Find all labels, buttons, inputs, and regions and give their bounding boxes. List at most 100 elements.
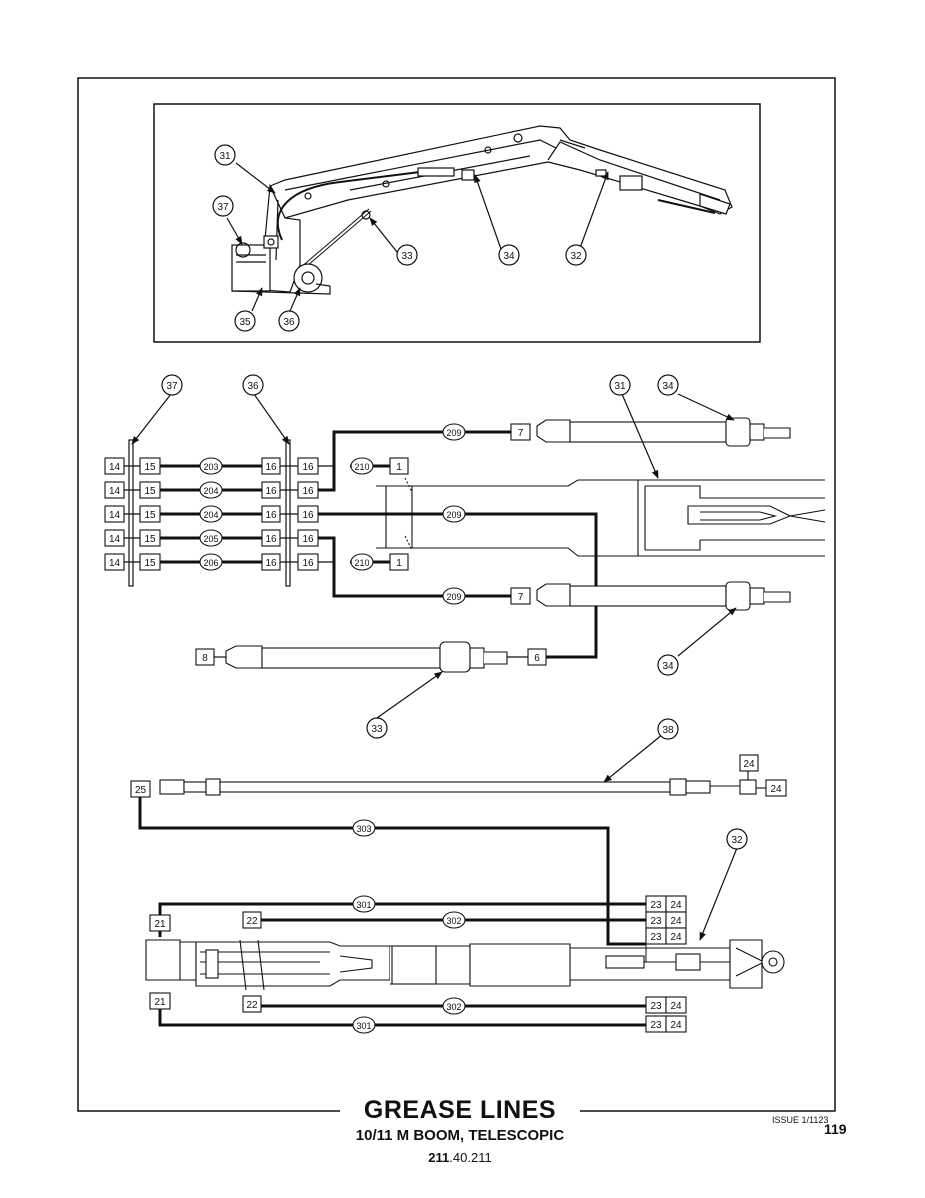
- svg-text:205: 205: [203, 534, 218, 544]
- svg-text:15: 15: [144, 486, 156, 497]
- issue-label: ISSUE 1/1123: [772, 1115, 829, 1125]
- overview-panel: [153, 103, 761, 343]
- hose-209-middle: 209: [442, 505, 466, 523]
- label-21-bottom: 21: [149, 992, 171, 1010]
- svg-text:24: 24: [670, 932, 682, 943]
- svg-text:35: 35: [239, 317, 251, 328]
- svg-text:16: 16: [265, 510, 277, 521]
- label-25: 25: [130, 780, 151, 798]
- svg-text:22: 22: [246, 1000, 258, 1011]
- svg-text:14: 14: [109, 510, 121, 521]
- svg-text:24: 24: [670, 916, 682, 927]
- label-23-r1: 23: [645, 895, 667, 913]
- label-16b-row2: 16: [297, 481, 319, 499]
- svg-text:23: 23: [650, 1020, 662, 1031]
- svg-text:204: 204: [203, 486, 218, 496]
- label-24-r3: 24: [665, 927, 687, 945]
- svg-text:203: 203: [203, 462, 218, 472]
- label-15-row4: 15: [139, 529, 161, 547]
- label-14-row4: 14: [104, 529, 125, 547]
- label-16b-row3: 16: [297, 505, 319, 523]
- boom-section-middle: [376, 477, 826, 557]
- svg-text:37: 37: [166, 381, 178, 392]
- svg-text:34: 34: [662, 381, 674, 392]
- label-22-top: 22: [242, 911, 262, 929]
- svg-text:302: 302: [446, 916, 461, 926]
- svg-text:7: 7: [518, 428, 524, 439]
- svg-text:16: 16: [302, 510, 314, 521]
- svg-text:301: 301: [356, 900, 371, 910]
- page-title: GREASE LINES: [340, 1096, 580, 1125]
- svg-text:32: 32: [570, 251, 582, 262]
- hose-204-a: 204: [199, 481, 223, 499]
- callout-33-mid: 33: [366, 717, 388, 739]
- svg-text:24: 24: [670, 1001, 682, 1012]
- svg-text:23: 23: [650, 932, 662, 943]
- label-8: 8: [195, 648, 215, 666]
- svg-text:16: 16: [265, 486, 277, 497]
- hose-204-b: 204: [199, 505, 223, 523]
- callout-36-top: 36: [278, 310, 300, 332]
- hose-209-upper: 209: [442, 423, 466, 441]
- label-15-row3: 15: [139, 505, 161, 523]
- label-24-r2: 24: [665, 911, 687, 929]
- svg-text:36: 36: [247, 381, 259, 392]
- label-16a-row4: 16: [261, 529, 281, 547]
- callout-31-top: 31: [214, 144, 236, 166]
- svg-text:34: 34: [662, 661, 674, 672]
- callout-34-top: 34: [498, 244, 520, 266]
- cylinders: [225, 417, 791, 673]
- svg-text:14: 14: [109, 462, 121, 473]
- page-subtitle: 10/11 M BOOM, TELESCOPIC: [355, 1127, 565, 1144]
- svg-text:15: 15: [144, 558, 156, 569]
- callout-38: 38: [657, 718, 679, 740]
- hose-303: 303: [352, 819, 376, 837]
- svg-text:31: 31: [614, 381, 626, 392]
- document-number: 211.40.211: [410, 1150, 510, 1165]
- label-15-row2: 15: [139, 481, 161, 499]
- svg-text:32: 32: [731, 835, 743, 846]
- svg-text:31: 31: [219, 151, 231, 162]
- svg-text:25: 25: [135, 785, 147, 796]
- svg-text:15: 15: [144, 510, 156, 521]
- hose-reel-rod-38: [159, 771, 766, 796]
- label-16b-row5: 16: [297, 553, 319, 571]
- svg-text:16: 16: [302, 534, 314, 545]
- svg-text:210: 210: [354, 558, 369, 568]
- svg-text:303: 303: [356, 824, 371, 834]
- label-14-row3: 14: [104, 505, 125, 523]
- label-14-row5: 14: [104, 553, 125, 571]
- svg-text:23: 23: [650, 900, 662, 911]
- svg-text:21: 21: [154, 997, 166, 1008]
- svg-text:16: 16: [265, 462, 277, 473]
- label-24-r4: 24: [665, 996, 687, 1014]
- label-15-row5: 15: [139, 553, 161, 571]
- svg-text:24: 24: [770, 784, 782, 795]
- label-16a-row2: 16: [261, 481, 281, 499]
- callout-35-top: 35: [234, 310, 256, 332]
- svg-text:204: 204: [203, 510, 218, 520]
- doc-number-rest: .40.211: [449, 1150, 492, 1165]
- callout-33-top: 33: [396, 244, 418, 266]
- manifold-bars: [128, 439, 291, 587]
- label-1-upper: 1: [389, 457, 409, 475]
- label-15-row1: 15: [139, 457, 161, 475]
- svg-text:37: 37: [217, 202, 229, 213]
- callout-31-mid: 31: [609, 374, 631, 396]
- callout-37-top: 37: [212, 195, 234, 217]
- svg-text:24: 24: [743, 759, 755, 770]
- svg-text:7: 7: [518, 592, 524, 603]
- svg-text:15: 15: [144, 462, 156, 473]
- svg-text:36: 36: [283, 317, 295, 328]
- hose-206: 206: [199, 553, 223, 571]
- boom-overview-drawing: [231, 125, 733, 295]
- label-24-r1: 24: [665, 895, 687, 913]
- svg-text:14: 14: [109, 534, 121, 545]
- label-16a-row5: 16: [261, 553, 281, 571]
- svg-text:15: 15: [144, 534, 156, 545]
- label-7-lower: 7: [510, 587, 531, 605]
- svg-text:206: 206: [203, 558, 218, 568]
- hose-210-lower: 210: [350, 553, 374, 571]
- boom-plan-view: [145, 939, 785, 991]
- svg-text:1: 1: [396, 558, 402, 569]
